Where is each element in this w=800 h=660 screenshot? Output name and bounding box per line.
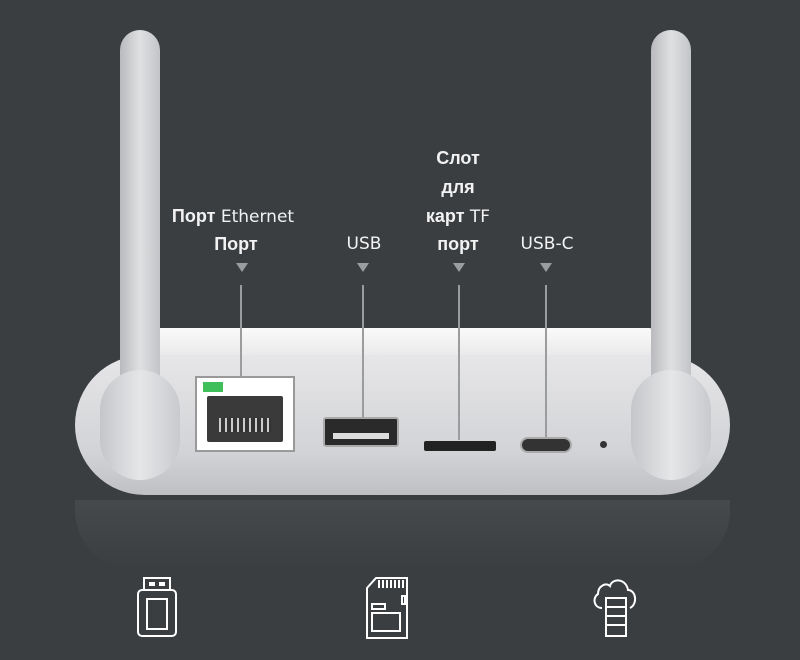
left-antenna-base bbox=[100, 370, 180, 480]
pointer-tf bbox=[453, 263, 465, 272]
ethernet-label-word-ethernet: Ethernet bbox=[220, 207, 295, 227]
led-indicator bbox=[203, 382, 223, 392]
tf-label-1: Слот bbox=[436, 148, 480, 168]
tf-label-4: порт bbox=[437, 234, 479, 254]
device-reflection bbox=[75, 500, 730, 570]
usb-label: USB bbox=[346, 234, 382, 254]
ethernet-label-word-port: Порт bbox=[171, 206, 216, 226]
tf-label-word-card: карт bbox=[425, 206, 465, 226]
ethernet-label: Порт Ethernet bbox=[172, 206, 294, 227]
ethernet-label-port: Порт bbox=[214, 234, 258, 254]
tf-label-3: карт TF bbox=[426, 206, 490, 227]
leader-line-tf bbox=[458, 285, 460, 440]
tf-card-slot bbox=[424, 441, 496, 451]
right-antenna-base bbox=[631, 370, 711, 480]
tf-label-2: для bbox=[441, 177, 475, 197]
reset-hole bbox=[600, 441, 607, 448]
usb-c-port bbox=[520, 437, 572, 453]
usb-port bbox=[323, 417, 399, 447]
pointer-usb bbox=[357, 263, 369, 272]
usbc-label: USB-C bbox=[520, 234, 574, 254]
cloud-storage-icon bbox=[593, 579, 636, 637]
usb-flash-drive-icon bbox=[137, 577, 177, 637]
sd-card-icon bbox=[366, 577, 408, 639]
leader-line-usb bbox=[362, 285, 364, 418]
usb-tongue bbox=[333, 433, 389, 439]
ethernet-pins bbox=[219, 418, 271, 432]
tf-label-word-tf: TF bbox=[469, 207, 491, 227]
leader-line-ethernet bbox=[240, 285, 242, 377]
ethernet-port bbox=[195, 376, 295, 452]
router-body bbox=[75, 355, 730, 495]
leader-line-usbc bbox=[545, 285, 547, 437]
pointer-usbc bbox=[540, 263, 552, 272]
pointer-ethernet bbox=[236, 263, 248, 272]
